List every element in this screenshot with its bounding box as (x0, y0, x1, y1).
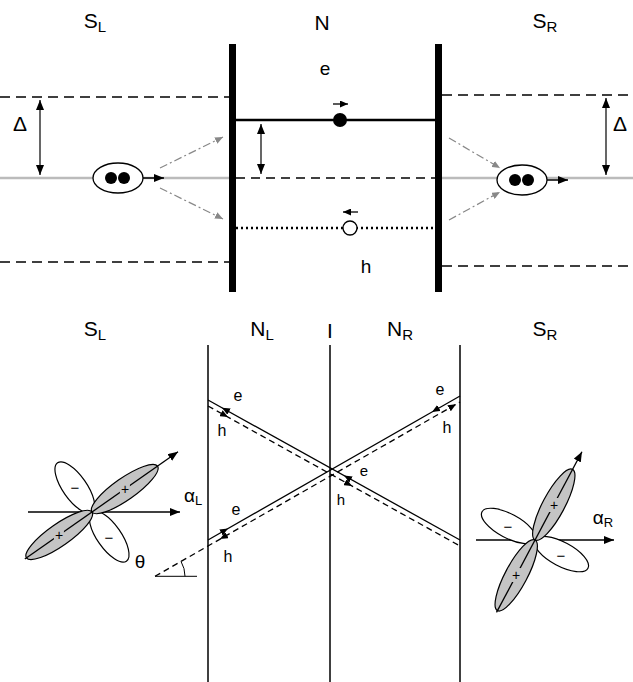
electron-dot (522, 174, 534, 186)
dash-dot-arrow (449, 192, 500, 220)
sign-label: + (511, 568, 521, 582)
junction-diagram (0, 345, 633, 682)
hole-arrowhead (220, 413, 228, 417)
angle-label: θ (134, 552, 147, 571)
electron-arrowhead (222, 408, 230, 412)
motion-arrow (333, 103, 348, 104)
cooper-pair (497, 165, 547, 195)
interface-line (207, 345, 209, 682)
hole-circle (343, 221, 357, 235)
sign-label: − (556, 548, 567, 563)
barrier (229, 44, 236, 292)
motion-arrow (343, 211, 358, 212)
interface-line (459, 345, 461, 682)
particle-label: h (223, 549, 234, 565)
gap-arrow (605, 98, 606, 175)
angle-arc (181, 561, 185, 576)
particle-label: e (233, 388, 244, 404)
dash-dot-arrow (160, 137, 223, 168)
positive-lobe (525, 464, 582, 545)
sign-label: − (503, 519, 514, 534)
energy-arrow (260, 124, 261, 174)
electron-arrowhead (220, 529, 228, 534)
angle-reference (155, 576, 197, 577)
particle-label: h (217, 423, 228, 439)
motion-arrow (547, 179, 568, 181)
motion-arrow (143, 177, 164, 179)
sign-label: + (549, 498, 559, 512)
electron-dot (333, 113, 347, 127)
electron-dot (105, 172, 117, 184)
gap-edge (0, 261, 229, 263)
interface-line (329, 345, 331, 682)
region-label: SL (83, 318, 107, 342)
dash-dot-arrow (449, 138, 500, 168)
sign-label: − (70, 480, 81, 495)
gap-edge (442, 265, 633, 267)
electron-arrowhead (344, 476, 352, 481)
region-label: NL (249, 318, 275, 342)
electron-dot (118, 172, 130, 184)
region-label: SR (532, 10, 559, 34)
region-label: NR (386, 318, 414, 342)
gap-edge (442, 94, 633, 96)
region-label: I (326, 320, 334, 341)
particle-label: e (231, 502, 242, 518)
angle-label: αL (183, 486, 203, 507)
particle-label: h (336, 492, 346, 507)
hole-level (236, 227, 435, 230)
electron-arrowhead (432, 407, 440, 412)
positive-lobe (86, 457, 164, 521)
barrier (435, 44, 442, 292)
positive-lobe (488, 535, 545, 616)
region-label: SL (83, 10, 107, 34)
particle-label: h (442, 420, 453, 436)
region-label: SR (532, 318, 559, 342)
gap-arrow (39, 100, 40, 175)
region-label: N (313, 12, 330, 33)
sign-label: − (104, 530, 115, 545)
electron-path (208, 396, 460, 540)
gap-symbol: Δ (612, 113, 628, 134)
positive-lobe (20, 503, 98, 567)
particle-label: e (359, 463, 369, 478)
gap-symbol: Δ (12, 113, 28, 134)
gap-edge (0, 96, 229, 98)
sign-label: + (54, 528, 64, 542)
particle-label: h (360, 257, 373, 276)
hole-path (155, 402, 460, 576)
particle-label: e (319, 59, 332, 78)
energy-diagram (0, 44, 633, 292)
angle-label: αR (592, 508, 614, 529)
particle-label: e (435, 382, 446, 398)
dash-dot-arrow (160, 188, 223, 219)
electron-dot (509, 174, 521, 186)
d-wave-symbol (444, 424, 633, 641)
hole-arrowhead (344, 482, 352, 487)
crystal-axis (25, 452, 178, 559)
cooper-pair (93, 163, 143, 193)
sign-label: + (120, 482, 130, 496)
crystal-axis (497, 452, 582, 613)
fermi-level (236, 177, 435, 179)
hole-arrowhead (220, 535, 228, 540)
d-wave-symbol (0, 403, 212, 609)
hole-arrowhead (448, 404, 456, 409)
